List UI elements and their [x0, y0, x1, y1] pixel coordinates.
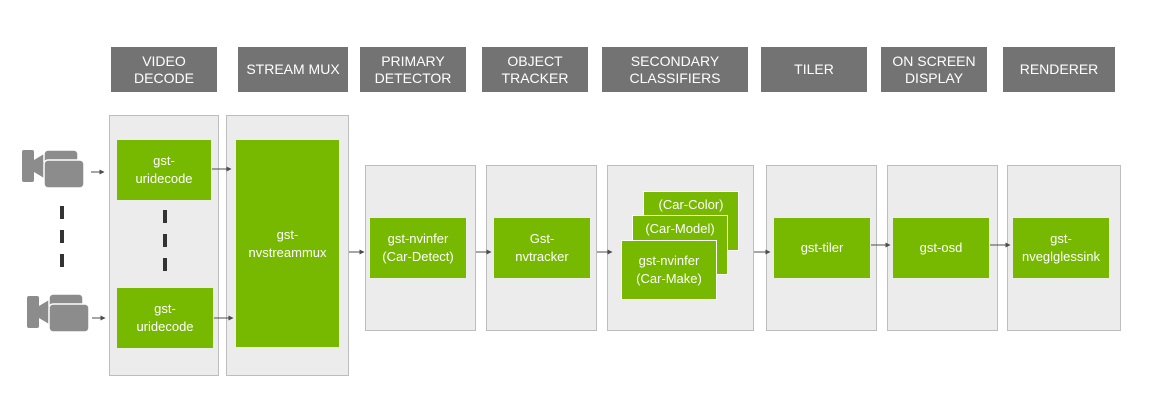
video-camera-icon	[22, 149, 85, 189]
header-secondary-classifiers: SECONDARY CLASSIFIERS	[602, 47, 748, 92]
osd-box: gst-osd	[893, 218, 989, 278]
header-stream-mux: STREAM MUX	[238, 47, 348, 92]
header-primary-detector: PRIMARY DETECTOR	[360, 47, 466, 92]
header-tiler: TILER	[761, 47, 867, 92]
uridecode-bottom-box: gst- uridecode	[117, 288, 213, 348]
header-video-decode: VIDEO DECODE	[111, 47, 217, 92]
nvstreammux-box: gst- nvstreammux	[236, 140, 339, 347]
eglsink-box: gst- nveglglessink	[1013, 218, 1109, 278]
nvinfer-primary-box: gst-nvinfer (Car-Detect)	[370, 218, 466, 278]
header-on-screen-display: ON SCREEN DISPLAY	[881, 47, 987, 92]
tiler-box: gst-tiler	[774, 218, 870, 278]
uridecode-top-box: gst- uridecode	[117, 140, 211, 200]
header-renderer: RENDERER	[1003, 47, 1115, 92]
header-object-tracker: OBJECT TRACKER	[482, 47, 588, 92]
nvinfer-secondary-box: gst-nvinfer (Car-Make)	[621, 240, 717, 300]
nvtracker-box: Gst- nvtracker	[494, 218, 590, 278]
video-camera-icon	[27, 293, 90, 333]
